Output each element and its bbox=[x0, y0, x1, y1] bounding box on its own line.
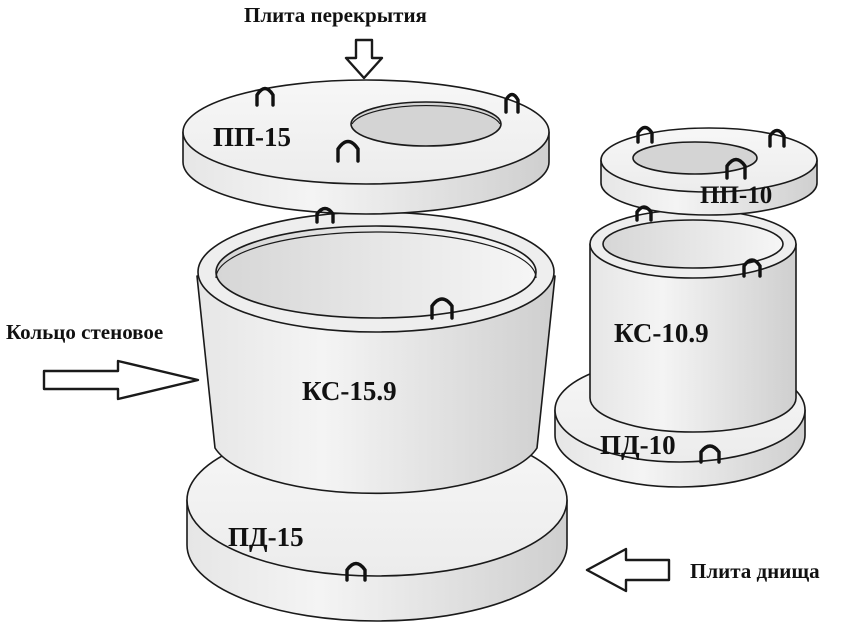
lifting-loop-icon bbox=[636, 125, 654, 144]
top-slab-callout-label: Плита перекрытия bbox=[244, 3, 427, 27]
lifting-loop-icon bbox=[504, 92, 520, 114]
pp10-label: ПП-10 bbox=[700, 182, 773, 209]
ks109-label: КС-10.9 bbox=[614, 318, 709, 348]
down-arrow-icon bbox=[344, 38, 384, 80]
lifting-loop-icon bbox=[336, 139, 360, 163]
top-slab-pp15 bbox=[182, 79, 550, 215]
wall-ring-ks159 bbox=[196, 211, 556, 495]
lifting-loop-icon bbox=[768, 128, 786, 148]
bottom-slab-callout-label: Плита днища bbox=[690, 559, 820, 583]
pp15-label: ПП-15 bbox=[213, 122, 291, 152]
lifting-loop-icon bbox=[345, 561, 367, 582]
lifting-loop-icon bbox=[742, 258, 762, 278]
lifting-loop-icon bbox=[725, 157, 747, 180]
lifting-loop-icon bbox=[430, 297, 454, 320]
top-slab-pp10 bbox=[600, 127, 818, 216]
right-arrow-icon bbox=[42, 359, 200, 401]
pd15-label: ПД-15 bbox=[228, 522, 304, 552]
wall-ring-ks109 bbox=[589, 209, 797, 433]
left-arrow-icon bbox=[585, 547, 671, 593]
lifting-loop-icon bbox=[635, 205, 653, 222]
ks159-label: КС-15.9 bbox=[302, 376, 397, 406]
lifting-loop-icon bbox=[699, 444, 721, 464]
pd10-label: ПД-10 bbox=[600, 430, 676, 460]
wall-ring-callout-label: Кольцо стеновое bbox=[6, 320, 164, 344]
lifting-loop-icon bbox=[315, 206, 335, 224]
lifting-loop-icon bbox=[255, 86, 275, 107]
